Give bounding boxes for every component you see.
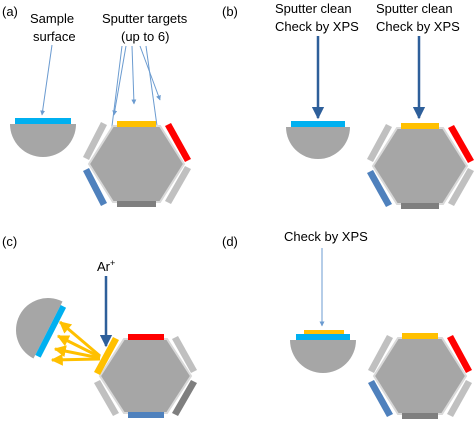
sputtered-atom-arrows — [50, 320, 101, 366]
sputter-clean-left-line1: Sputter clean — [275, 1, 352, 16]
sputter-targets-label-line1: Sputter targets — [102, 11, 188, 26]
target-yellow — [401, 123, 439, 129]
sample-surface — [291, 121, 345, 127]
target-red — [448, 125, 474, 163]
sputter-ray-2 — [56, 334, 101, 359]
sample-surface — [15, 118, 71, 124]
hexagon-target-holder — [372, 337, 468, 415]
hexagon-target-holder — [87, 125, 186, 203]
argon-ion-charge: + — [110, 258, 115, 268]
target-blue — [128, 412, 164, 418]
panel-d: (d) Check by XPS — [222, 229, 472, 419]
target-yellow — [94, 337, 119, 375]
sample-surface-label-line1: Sample — [30, 11, 74, 26]
sample-holder — [286, 127, 350, 159]
target-red — [447, 335, 472, 373]
sample-surface — [35, 305, 67, 358]
check-xps-label: Check by XPS — [284, 229, 368, 244]
panel-b: (b) Sputter clean Check by XPS Sputter c… — [222, 1, 474, 209]
panel-a-label: (a) — [2, 4, 18, 19]
target-light-gray — [172, 336, 197, 373]
target-dark-gray — [402, 413, 438, 419]
argon-ion-symbol: Ar — [97, 259, 111, 274]
target-blue — [367, 170, 392, 207]
target-red — [165, 123, 191, 162]
target-light-gray-2 — [94, 380, 119, 416]
target-yellow — [117, 121, 156, 127]
argon-ion-label: Ar+ — [97, 258, 115, 274]
sample-holder — [10, 124, 76, 157]
target-light-gray-2 — [83, 122, 107, 160]
target-dark-gray — [172, 380, 197, 416]
sputter-ray-1 — [59, 320, 101, 358]
sample-surface-label-line2: surface — [33, 29, 76, 44]
sputter-clean-right-line1: Sputter clean — [376, 1, 453, 16]
hexagon-target-holder — [98, 338, 193, 414]
check-xps-right-line1: Check by XPS — [376, 19, 460, 34]
target-light-gray — [447, 380, 472, 417]
sample-surface — [296, 334, 350, 340]
check-xps-left-line1: Check by XPS — [275, 19, 359, 34]
target-pointer-3 — [131, 45, 137, 105]
target-light-gray-2 — [367, 124, 392, 162]
sample-pointer-arrow — [40, 44, 53, 116]
target-blue — [368, 380, 393, 417]
tilted-sample — [16, 298, 67, 359]
target-pointer-2 — [112, 45, 127, 116]
sputter-ray-3 — [53, 345, 101, 360]
sputter-targets-label-line2: (up to 6) — [121, 29, 169, 44]
panel-d-label: (d) — [222, 234, 238, 249]
target-blue — [83, 168, 107, 206]
panel-c-label: (c) — [2, 234, 17, 249]
target-dark-gray — [401, 203, 439, 209]
sample-holder — [16, 298, 63, 359]
sample-holder — [290, 340, 356, 373]
panel-c: (c) Ar+ — [2, 234, 197, 418]
deposited-layer — [304, 330, 344, 334]
target-dark-gray — [117, 201, 156, 207]
sputter-ray-4 — [50, 353, 101, 366]
target-light-gray-2 — [368, 335, 393, 373]
panel-b-label: (b) — [222, 4, 238, 19]
panel-a: (a) Sample surface Sputter targets (up t… — [2, 4, 191, 207]
target-light-gray — [165, 166, 191, 204]
target-yellow — [402, 333, 438, 339]
hexagon-target-holder — [371, 127, 469, 205]
target-red — [128, 334, 164, 340]
target-light-gray — [448, 168, 474, 206]
